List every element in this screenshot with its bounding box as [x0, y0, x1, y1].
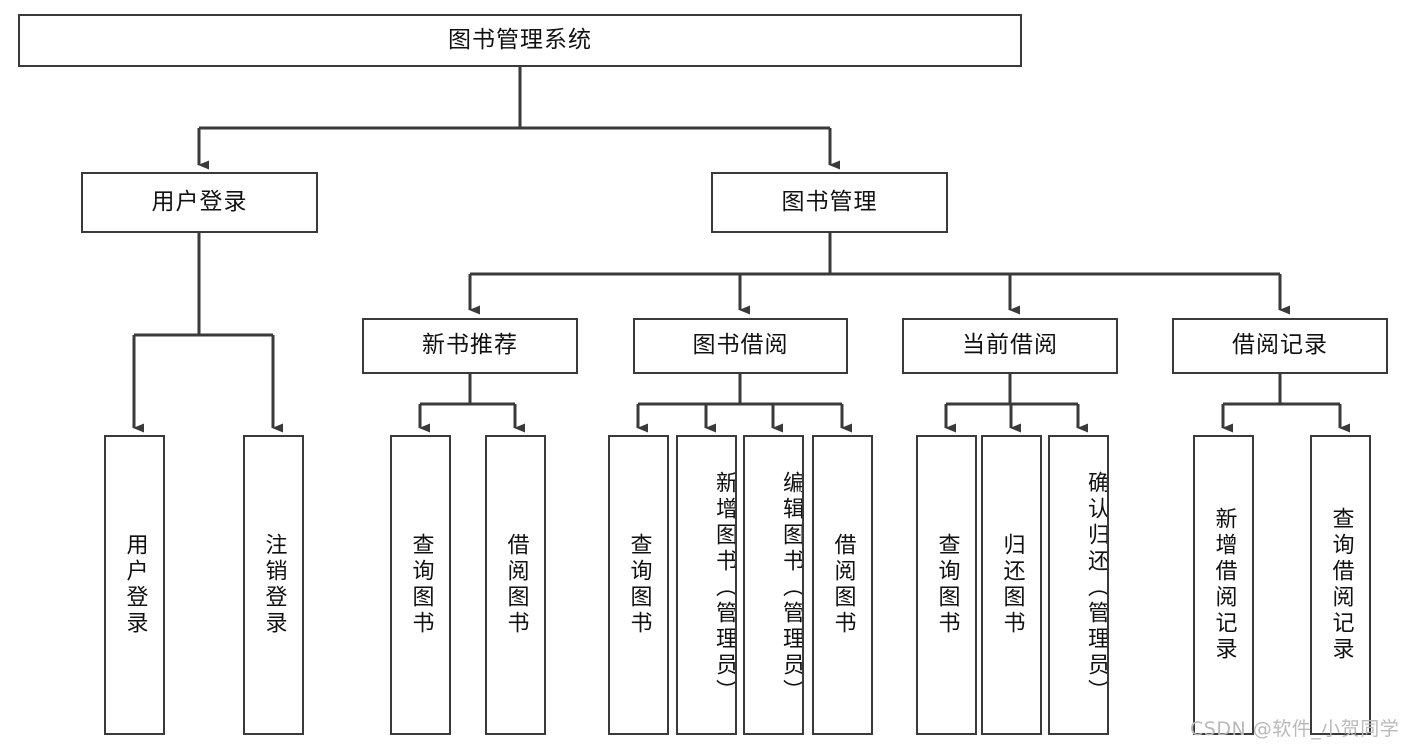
node-current-borrow[interactable]: 当前借阅: [902, 318, 1118, 374]
leaf-confirm-return-admin[interactable]: 确认归还（管理员）: [1048, 435, 1109, 735]
leaf-add-book-admin[interactable]: 新增图书（管理员）: [676, 435, 737, 735]
leaf-borrow-book-2[interactable]: 借阅图书: [812, 435, 873, 735]
node-book-borrow[interactable]: 图书借阅: [633, 318, 848, 374]
node-user-login[interactable]: 用户登录: [81, 172, 318, 233]
node-borrow-record[interactable]: 借阅记录: [1172, 318, 1388, 374]
leaf-query-book-1[interactable]: 查询图书: [390, 435, 451, 735]
leaf-edit-book-admin[interactable]: 编辑图书（管理员）: [743, 435, 804, 735]
node-new-book-recommend[interactable]: 新书推荐: [362, 318, 578, 374]
leaf-user-logout[interactable]: 注销登录: [243, 435, 304, 735]
leaf-query-book-2[interactable]: 查询图书: [608, 435, 669, 735]
node-book-manage[interactable]: 图书管理: [711, 172, 948, 233]
csdn-watermark: CSDN @软件_小贺同学: [1190, 718, 1400, 740]
leaf-query-book-3[interactable]: 查询图书: [916, 435, 977, 735]
leaf-user-login[interactable]: 用户登录: [104, 435, 165, 735]
leaf-add-borrow-record[interactable]: 新增借阅记录: [1193, 435, 1254, 735]
leaf-borrow-book-1[interactable]: 借阅图书: [485, 435, 546, 735]
node-root[interactable]: 图书管理系统: [18, 14, 1022, 67]
leaf-return-book[interactable]: 归还图书: [981, 435, 1042, 735]
leaf-query-borrow-record[interactable]: 查询借阅记录: [1310, 435, 1371, 735]
